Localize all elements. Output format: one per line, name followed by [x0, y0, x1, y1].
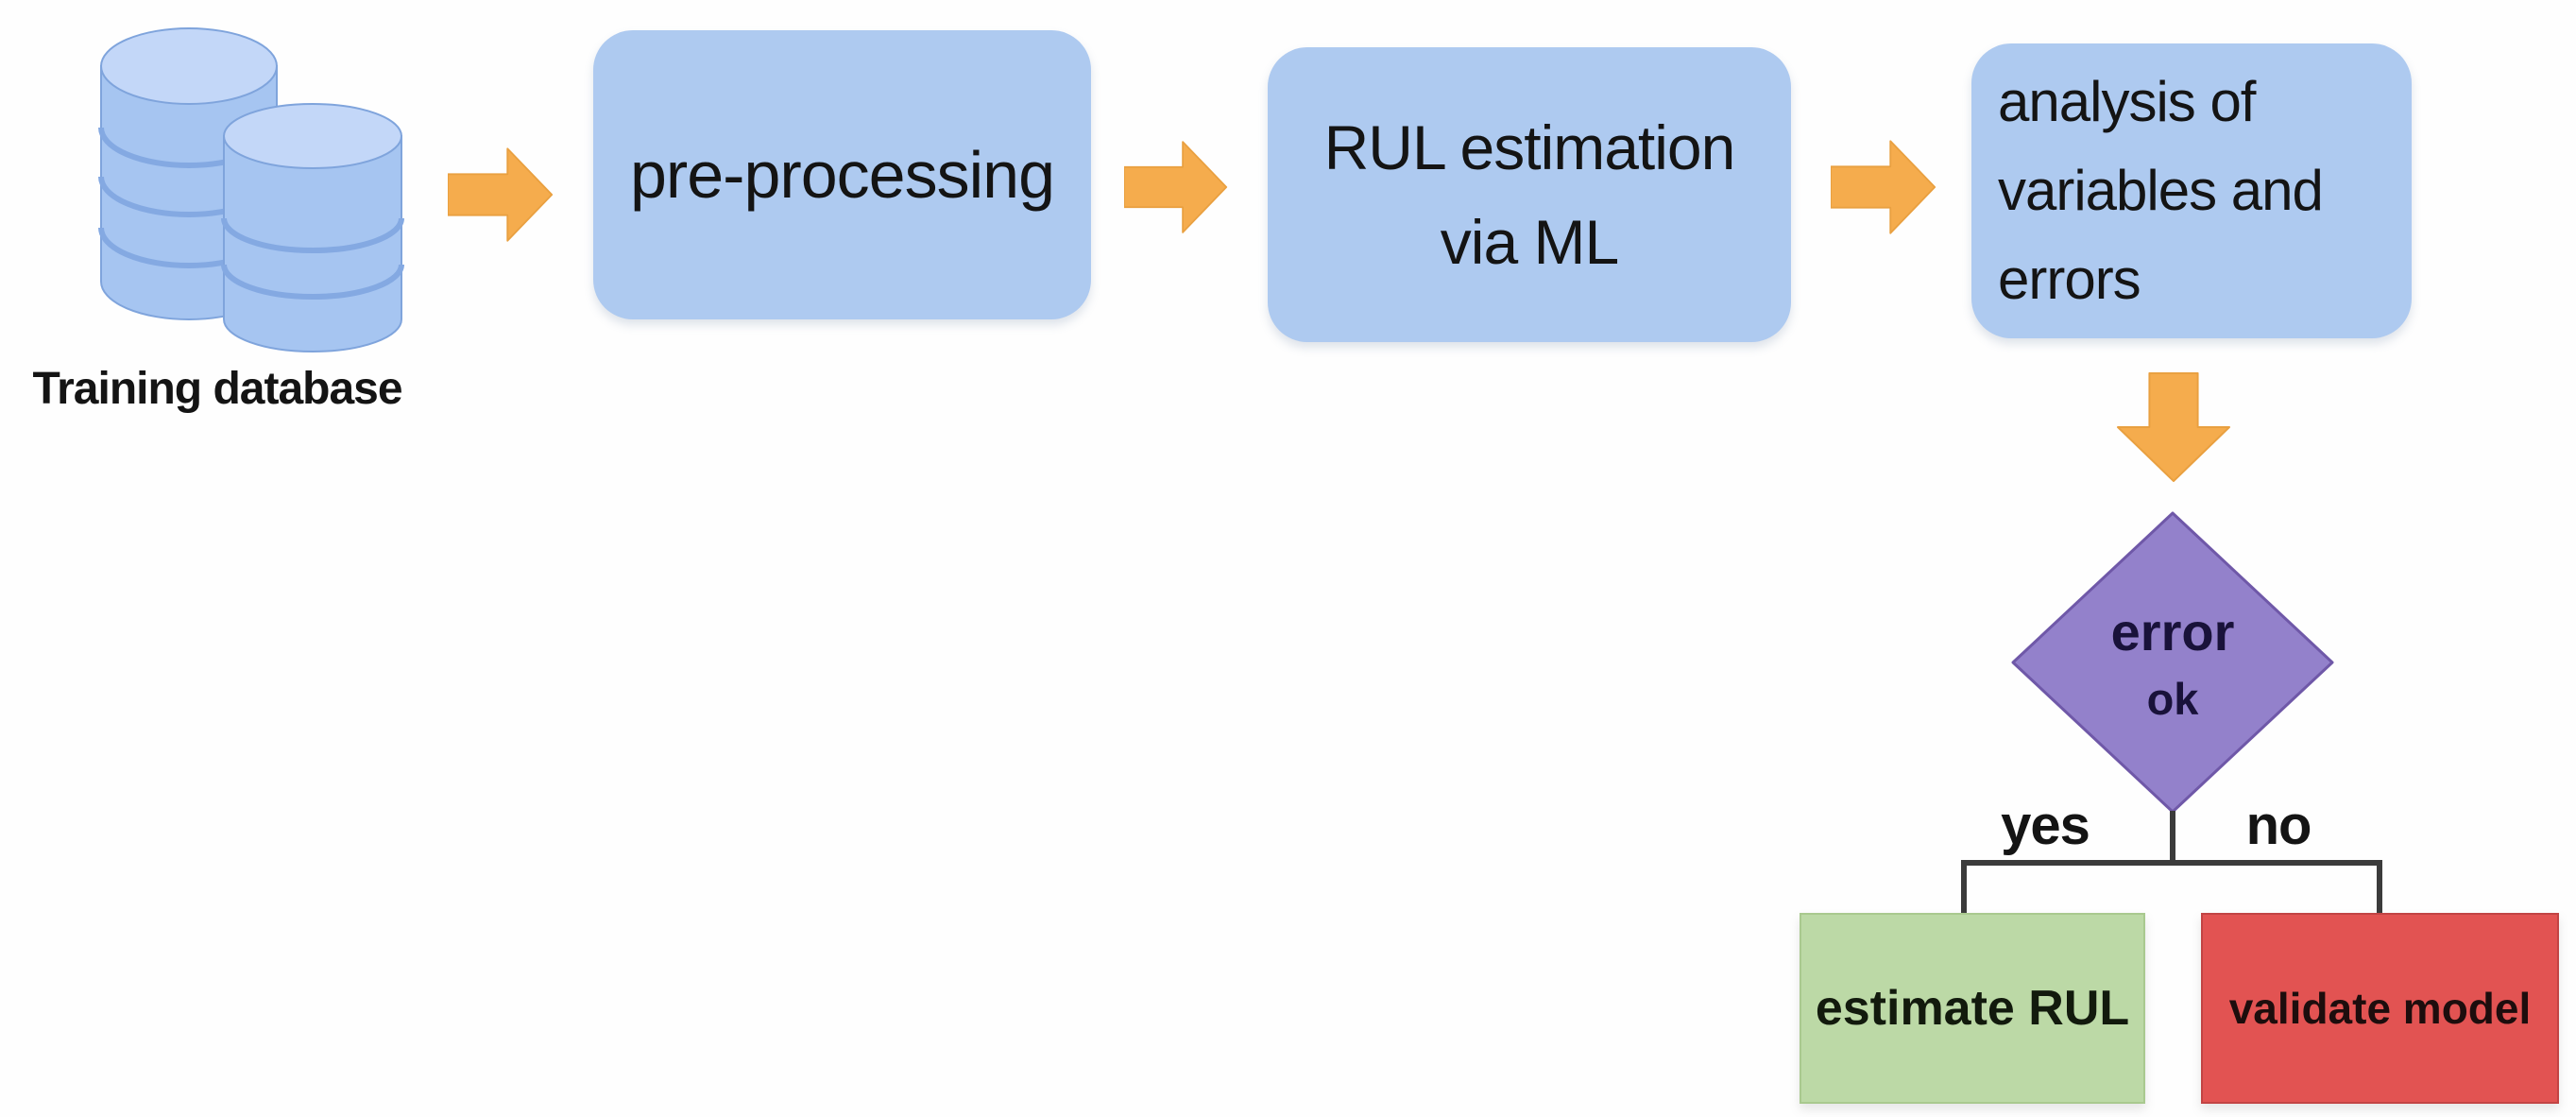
node-analysis-line2: variables and [1998, 159, 2324, 222]
connector-bar [1961, 860, 2382, 866]
training-database-label: Training database [32, 364, 402, 414]
connector-stem [2170, 811, 2175, 866]
node-rul-estimation-line2: via ML [1440, 207, 1619, 277]
node-analysis-line1: analysis of [1998, 70, 2256, 133]
node-preprocessing: pre-processing [593, 30, 1091, 319]
connector-drop-no [2377, 860, 2382, 915]
arrow-right-icon [448, 147, 554, 242]
node-analysis-line3: errors [1998, 248, 2141, 311]
node-rul-estimation-line1: RUL estimation [1323, 112, 1736, 182]
node-rul-estimation: RUL estimation via ML [1268, 47, 1791, 342]
node-preprocessing-label: pre-processing [630, 138, 1055, 212]
connector-drop-yes [1961, 860, 1967, 915]
node-estimate-rul-label: estimate RUL [1815, 981, 2130, 1036]
decision-label: error [2110, 602, 2235, 662]
node-validate-model-label: validate model [2228, 984, 2532, 1033]
arrow-right-icon [1831, 140, 1936, 234]
decision-diamond [2011, 511, 2334, 814]
database-cylinder-front [221, 103, 404, 352]
branch-no-label: no [2245, 795, 2312, 856]
node-analysis: analysis of variables and errors [1971, 43, 2412, 338]
branch-yes-label: yes [2001, 795, 2090, 856]
arrow-down-icon [2116, 372, 2231, 483]
database-icon [98, 27, 404, 352]
node-estimate-rul: estimate RUL [1800, 913, 2145, 1104]
arrow-right-icon [1124, 141, 1228, 233]
decision-sublabel: ok [2146, 674, 2199, 724]
node-validate-model: validate model [2201, 913, 2559, 1104]
